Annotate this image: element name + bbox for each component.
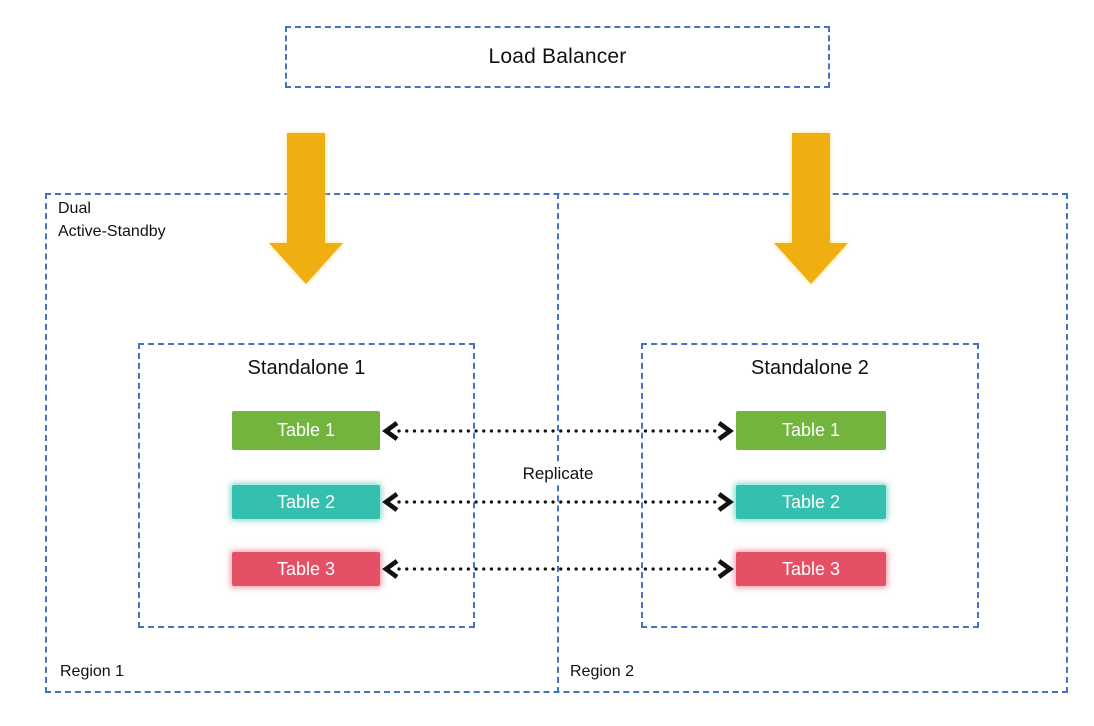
standalone-1-table-3: Table 3	[232, 552, 380, 586]
replicate-label: Replicate	[505, 464, 611, 484]
load-balancer-box: Load Balancer	[285, 26, 830, 88]
dual-label-line1: Dual	[58, 200, 91, 217]
load-balancer-label: Load Balancer	[488, 45, 627, 68]
region-divider	[557, 193, 559, 693]
standalone-2-title: Standalone 2	[751, 357, 869, 379]
dual-active-standby-label: Dual Active-Standby	[58, 197, 166, 243]
region-2-label: Region 2	[570, 663, 635, 680]
standalone-2-table-1: Table 1	[736, 411, 886, 450]
standalone-2-table-2: Table 2	[736, 485, 886, 519]
dual-label-line2: Active-Standby	[58, 223, 166, 240]
standalone-2-table-3: Table 3	[736, 552, 886, 586]
cluster-box	[45, 193, 1068, 693]
region-1-label: Region 1	[60, 663, 125, 680]
standalone-1-table-2: Table 2	[232, 485, 380, 519]
standalone-1-box: Standalone 1	[138, 343, 475, 628]
standalone-1-table-1: Table 1	[232, 411, 380, 450]
standalone-1-title: Standalone 1	[247, 357, 366, 379]
standalone-2-box: Standalone 2	[641, 343, 979, 628]
